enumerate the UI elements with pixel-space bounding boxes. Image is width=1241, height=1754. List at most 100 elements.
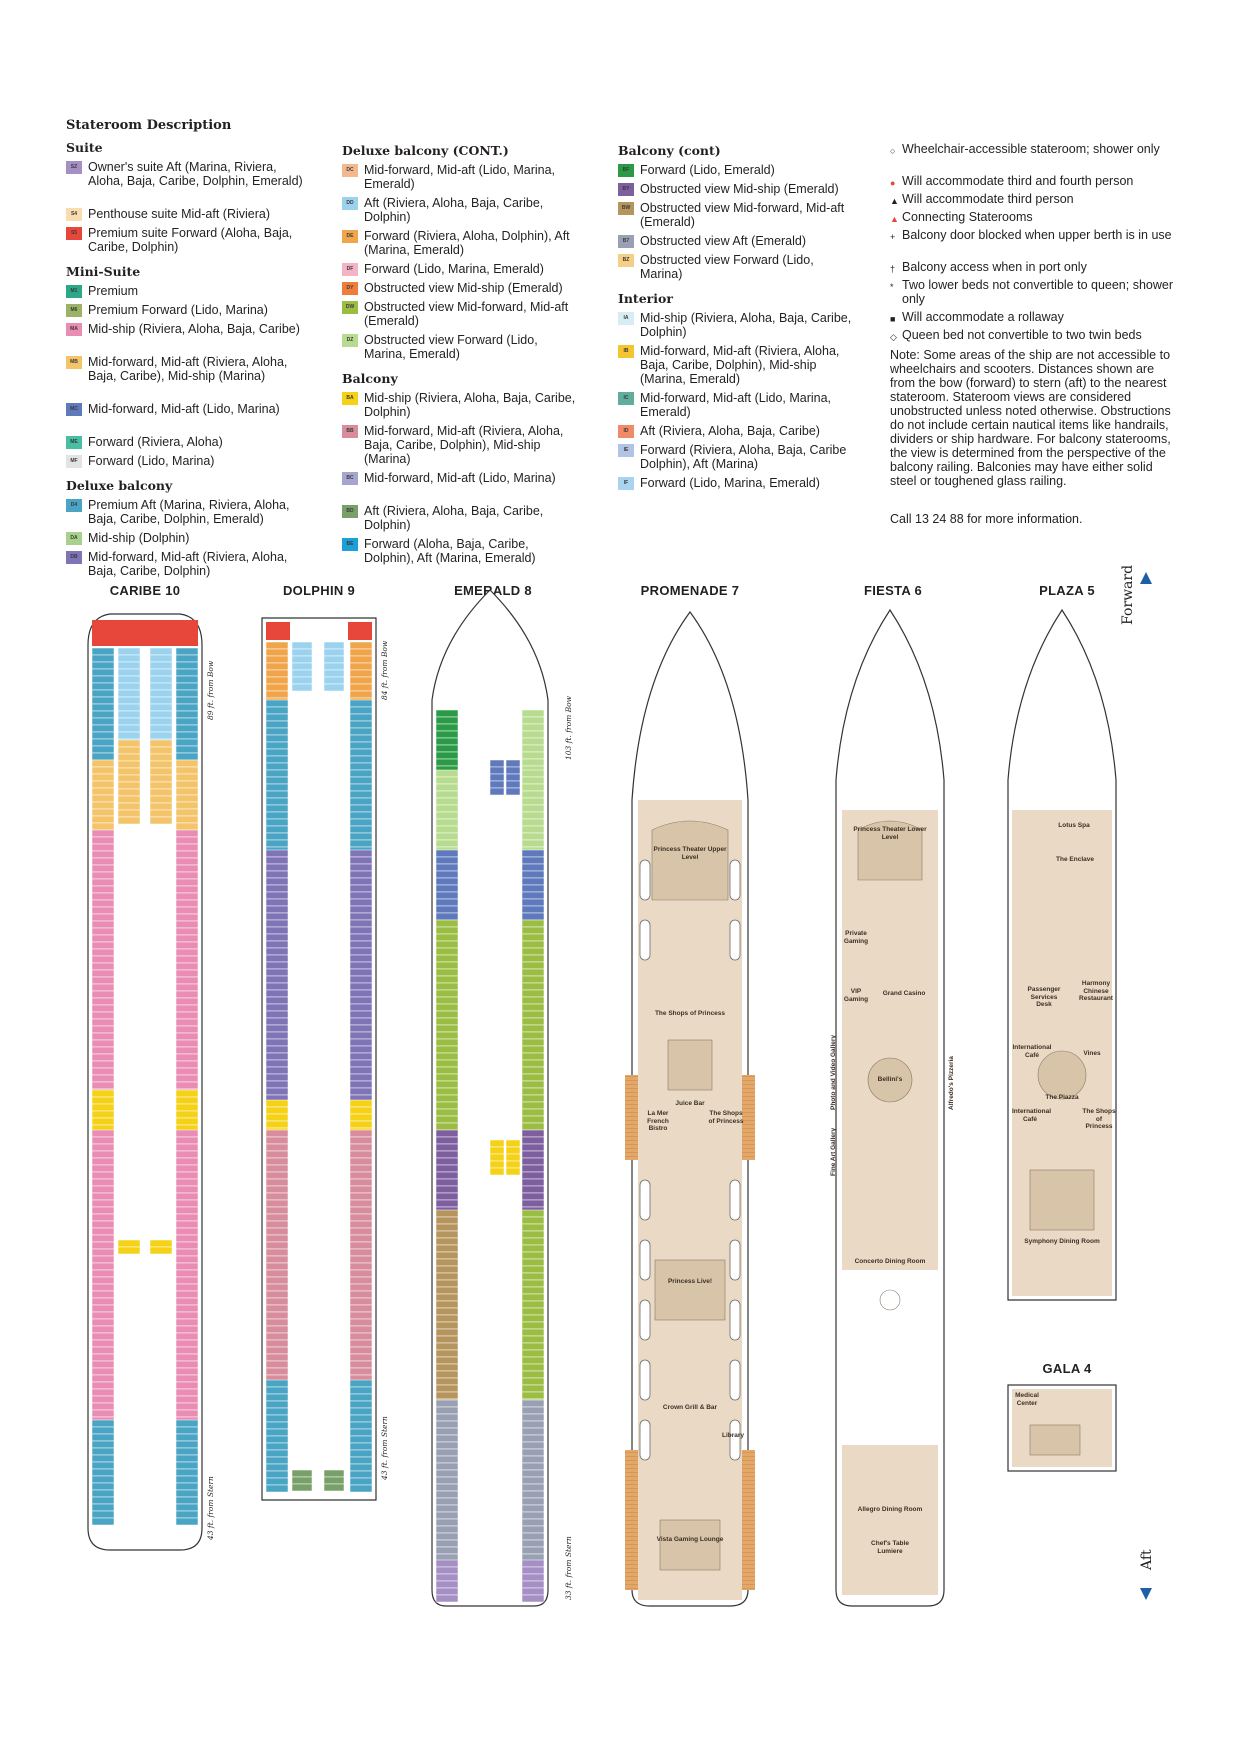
stateroom [265,912,289,921]
stateroom [91,710,115,719]
stateroom [349,1367,373,1376]
stateroom [349,933,373,942]
venue-label: Chef's Table Lumiere [871,1540,909,1555]
stateroom [435,839,459,848]
legend-swatch: BW [618,202,634,215]
stateroom [291,669,313,678]
stateroom [521,1045,545,1054]
deck-title-caribe: CARIBE 10 [109,583,181,598]
stateroom [435,1413,459,1422]
legend-item-text: Mid-forward, Mid-aft (Riviera, Aloha, Ba… [364,424,564,466]
stateroom [521,1286,545,1295]
stateroom [435,1178,459,1187]
venue-label: VIP Gaming [843,988,869,1003]
stateroom [265,1073,289,1082]
stateroom [521,1321,545,1330]
stateroom [265,1113,289,1122]
stateroom [349,1171,373,1180]
stateroom [435,1546,459,1555]
stateroom [489,1146,505,1155]
stateroom [349,1045,373,1054]
stateroom [265,891,289,900]
stateroom [175,766,199,775]
stateroom [265,1143,289,1152]
venue-label: The Shops of Princess [654,1010,726,1017]
stateroom [91,654,115,663]
stateroom [175,1199,199,1208]
stateroom [349,1456,373,1465]
stateroom [175,1220,199,1229]
stateroom [435,776,459,785]
stateroom [349,1304,373,1313]
stateroom [91,1248,115,1257]
stateroom [323,676,345,685]
stateroom [91,1388,115,1397]
stateroom [265,1297,289,1306]
stateroom [521,1129,545,1138]
stateroom [349,825,373,834]
stateroom [521,982,545,991]
note-symbol-icon: ▲ [890,196,899,206]
stateroom [149,661,173,670]
stateroom [175,1367,199,1376]
stateroom [435,1314,459,1323]
stateroom [521,716,545,725]
stateroom [175,808,199,817]
stateroom [175,871,199,880]
stateroom [349,669,373,678]
stateroom [349,1143,373,1152]
stateroom [91,1395,115,1404]
stateroom [265,1346,289,1355]
stateroom [91,1510,115,1519]
stateroom [435,825,459,834]
stateroom [91,808,115,817]
stateroom [265,1386,289,1395]
stateroom [91,1150,115,1159]
stateroom [149,788,173,797]
stateroom [91,766,115,775]
stateroom [349,676,373,685]
stateroom [265,683,289,692]
stateroom [349,1213,373,1222]
stateroom [91,969,115,978]
stateroom [175,1103,199,1112]
stateroom [349,1379,373,1388]
stateroom [91,1110,115,1119]
stateroom [91,1060,115,1069]
stateroom [175,955,199,964]
stateroom [265,1024,289,1033]
note-symbol-icon: * [890,282,894,292]
stateroom [175,1297,199,1306]
stateroom [521,751,545,760]
stateroom [175,829,199,838]
stateroom [521,1293,545,1302]
stateroom [149,739,173,748]
stateroom [349,1386,373,1395]
note-text: Will accommodate a rollaway [902,310,1064,324]
stateroom [175,745,199,754]
stateroom [175,787,199,796]
stateroom [435,1525,459,1534]
stateroom [521,1539,545,1548]
stateroom [91,955,115,964]
stateroom [521,1573,545,1582]
stateroom [91,1468,115,1477]
stateroom [521,776,545,785]
stateroom [117,668,141,677]
stateroom [265,1435,289,1444]
stateroom [175,1353,199,1362]
stateroom [521,1307,545,1316]
stateroom [291,641,313,650]
stateroom [117,802,141,811]
stateroom [349,947,373,956]
stateroom [349,1421,373,1430]
stateroom [505,1146,521,1155]
stateroom [349,919,373,928]
stateroom [91,1426,115,1435]
venue-label: Bellini's [877,1076,903,1083]
stateroom [349,940,373,949]
